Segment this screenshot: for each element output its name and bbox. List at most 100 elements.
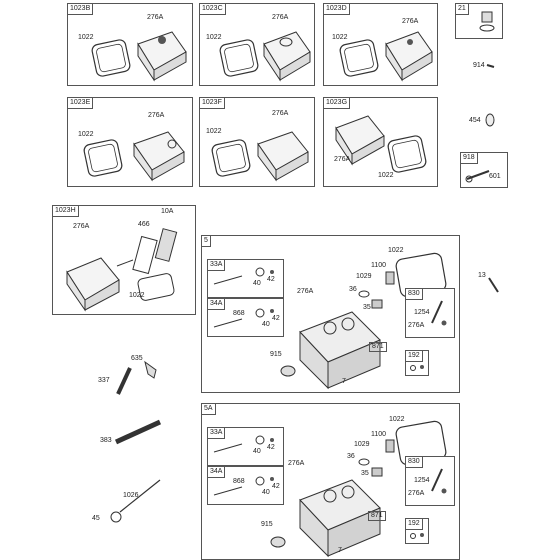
gasket-label: 1022 [78,34,94,41]
kit-label: 1023B [68,4,94,15]
kit-label: 21 [456,4,469,15]
washer-illustration [410,533,424,539]
valve-parts-illustration [213,267,274,285]
part-label: 601 [489,173,501,180]
part-label-276a: 276A [408,490,425,497]
kit-label: 918 [461,153,478,164]
valve-cover-illustration [83,131,185,182]
kit-label: 34A [208,299,226,310]
kit-label: 192 [406,519,423,530]
kit-box-192: 192 [405,350,429,376]
cylinder-head-kit-5: 5 33A 40 42 34A 868 40 42 276A 36 10 [201,235,460,393]
part-label-40: 40 [262,321,270,328]
kit-label: 830 [406,457,423,468]
kit-box-33a: 33A 40 42 [207,259,284,298]
part-label-36: 36 [349,286,357,293]
kit-label: 1023D [324,4,350,15]
kit-box-1023b: 1023B 1022 276A [67,3,193,86]
part-label-337: 337 [98,377,110,384]
part-label-10a: 10A [161,208,174,215]
valve-cover-illustration [339,31,433,82]
kit-label: 33A [208,260,226,271]
breather-tube-illustration [431,300,447,326]
kit-box-21: 21 [455,3,503,39]
gasket-label: 1022 [206,128,222,135]
breather-tube-illustration [431,468,447,494]
part-label-1022: 1022 [388,247,404,254]
valve-parts-illustration [213,308,274,328]
kit-label: 1023G [324,98,351,109]
kit-label: 1023E [68,98,94,109]
breather-plug-illustration [479,11,495,32]
cylinder-head-illustration [270,420,447,558]
valve-cover-illustration [335,115,427,173]
part-label-1254: 1254 [414,309,430,316]
kit-box-34a: 34A 868 40 42 [207,466,284,505]
part-label-42: 42 [267,276,275,283]
part-label-42: 42 [267,444,275,451]
kit-label: 830 [406,289,423,300]
kit-box-1023c: 1023C 1022 276A [199,3,315,86]
valve-parts-illustration [213,435,274,453]
kit-box-1023f: 1023F 1022 276A [199,97,315,187]
part-label-35: 35 [361,470,369,477]
kit-box-1023e: 1023E 1022 276A [67,97,193,187]
valve-parts-illustration [213,476,274,496]
part-label-454: 454 [469,117,481,124]
kit-label: 1023H [53,206,79,217]
part-label-1029: 1029 [354,441,370,448]
kit-box-830: 830 1254 276A [405,288,455,338]
part-label-36: 36 [347,453,355,460]
part-label-45: 45 [92,515,100,522]
kit-label: 5A [202,404,216,415]
washer-illustration [410,365,424,371]
part-label-868: 868 [233,478,245,485]
part-label-871: 871 [368,511,386,521]
part-label-7: 7 [342,378,346,385]
part-label-1100: 1100 [371,431,387,438]
kit-box-34a: 34A 868 40 42 [207,298,284,337]
kit-label: 5 [202,236,211,247]
gasket-label: 1022 [206,34,222,41]
screw-label: 276A [402,18,419,25]
part-label-871: 871 [369,342,387,352]
part-label-35: 35 [363,304,371,311]
part-label-1100: 1100 [371,262,387,269]
gasket-label: 1022 [332,34,348,41]
part-label-1022: 1022 [389,416,405,423]
part-label-1254: 1254 [414,477,430,484]
kit-box-918: 918 601 [460,152,508,188]
kit-label: 1023F [200,98,225,109]
valve-cover-illustration [211,131,309,182]
kit-box-1023g: 1023G 276A 1022 [323,97,438,187]
screw-label: 276A [272,14,289,21]
part-label-635: 635 [131,355,143,362]
gasket-label: 1022 [129,292,145,299]
kit-label: 192 [406,351,423,362]
part-label-276a: 276A [408,322,425,329]
kit-box-33a: 33A 40 42 [207,427,284,466]
screw-label: 276A [272,110,289,117]
valve-cover-illustration [219,31,311,82]
part-label-42: 42 [272,483,280,490]
screw-label: 276A [334,156,351,163]
part-label-383: 383 [100,437,112,444]
screw-label: 276A [73,223,90,230]
part-label-1026: 1026 [123,492,139,499]
valve-cover-kit-illustration [66,228,178,312]
part-label-42: 42 [272,315,280,322]
part-label-915: 915 [270,351,282,358]
part-label-40: 40 [253,280,261,287]
part-label-40: 40 [262,489,270,496]
kit-box-830: 830 1254 276A [405,456,455,506]
kit-label: 33A [208,428,226,439]
part-label-7: 7 [338,547,342,554]
kit-box-192: 192 [405,518,429,544]
gasket-label: 1022 [378,172,394,179]
kit-label: 1023C [200,4,226,15]
screw-label: 276A [148,112,165,119]
cylinder-head-kit-5a: 5A 33A 40 42 34A 868 40 42 276A 36 1 [201,403,460,560]
part-label-915: 915 [261,521,273,528]
part-label-40: 40 [253,448,261,455]
valve-cover-illustration [91,31,187,82]
